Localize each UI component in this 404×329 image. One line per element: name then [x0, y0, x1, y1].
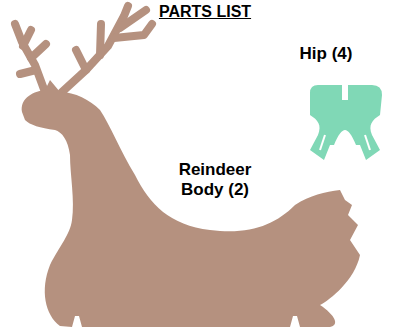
reindeer-antlers [15, 6, 152, 92]
part-label: Reindeer Body (2) [163, 160, 267, 201]
reindeer-body-part [22, 80, 360, 327]
hip-slots [320, 135, 370, 150]
hip-part [310, 85, 382, 160]
sheet-title: PARTS LIST [145, 2, 265, 21]
part-label: Hip (4) [288, 44, 364, 64]
